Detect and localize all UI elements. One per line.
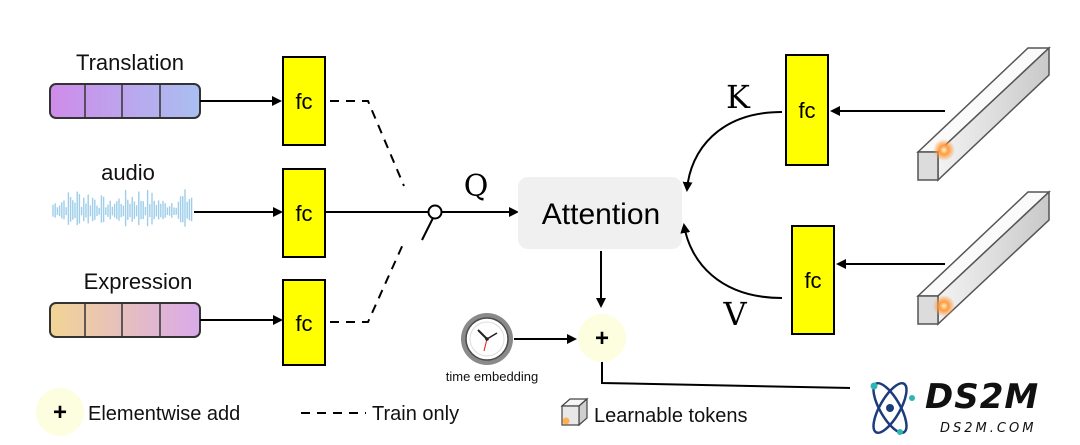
legend-learnable-token-icon: [560, 397, 589, 427]
fc-block-translation: fc: [282, 56, 326, 146]
learnable-token-value: [916, 190, 1051, 326]
legend-elementwise-add: Elementwise add: [88, 403, 240, 425]
fc-block-value: fc: [791, 225, 835, 335]
fc-label: fc: [295, 311, 312, 336]
translation-label: Translation: [76, 50, 184, 75]
time-embedding-label: time embedding: [446, 369, 539, 384]
audio-waveform-icon: [52, 189, 193, 227]
translation-token-bar: [49, 83, 201, 119]
expression-token-bar: [49, 302, 201, 338]
value-curve-arrow: [680, 223, 783, 299]
k-label: K: [726, 78, 751, 116]
fc-label: fc: [804, 268, 821, 293]
legend: + Elementwise add Train only Learnable t…: [36, 388, 747, 436]
fc-label: fc: [295, 89, 312, 114]
watermark-logo: DS2M DS2M.COM: [850, 368, 1075, 445]
atom-logo-icon: [870, 381, 915, 435]
key-curve-arrow: [682, 111, 783, 192]
legend-learnable-tokens: Learnable tokens: [594, 405, 747, 427]
clock-icon: [461, 313, 513, 365]
q-label: Q: [464, 169, 489, 204]
fc-block-audio: fc: [282, 168, 326, 258]
watermark-url: DS2M.COM: [940, 421, 1036, 436]
fc-label: fc: [295, 201, 312, 226]
attention-label: Attention: [542, 198, 660, 231]
elementwise-add-node: +: [578, 314, 626, 362]
learnable-token-key: [916, 46, 1051, 182]
train-only-connection-top: [330, 100, 405, 187]
watermark-logo-text: DS2M: [925, 377, 1039, 417]
fc-block-expression: fc: [282, 279, 326, 366]
fc-label: fc: [798, 98, 815, 123]
attention-block: [518, 177, 682, 249]
train-only-connection-bottom: [330, 241, 405, 323]
audio-label: audio: [101, 160, 155, 185]
add-symbol: +: [595, 325, 609, 352]
legend-add-icon: [36, 388, 84, 436]
expression-label: Expression: [84, 269, 193, 294]
output-line: [601, 362, 901, 390]
switch-lever: [421, 217, 434, 241]
switch-icon: [427, 204, 443, 220]
v-label: V: [722, 295, 747, 333]
legend-train-only: Train only: [372, 403, 459, 425]
legend-add-symbol: +: [53, 399, 67, 426]
fc-block-key: fc: [785, 54, 829, 166]
